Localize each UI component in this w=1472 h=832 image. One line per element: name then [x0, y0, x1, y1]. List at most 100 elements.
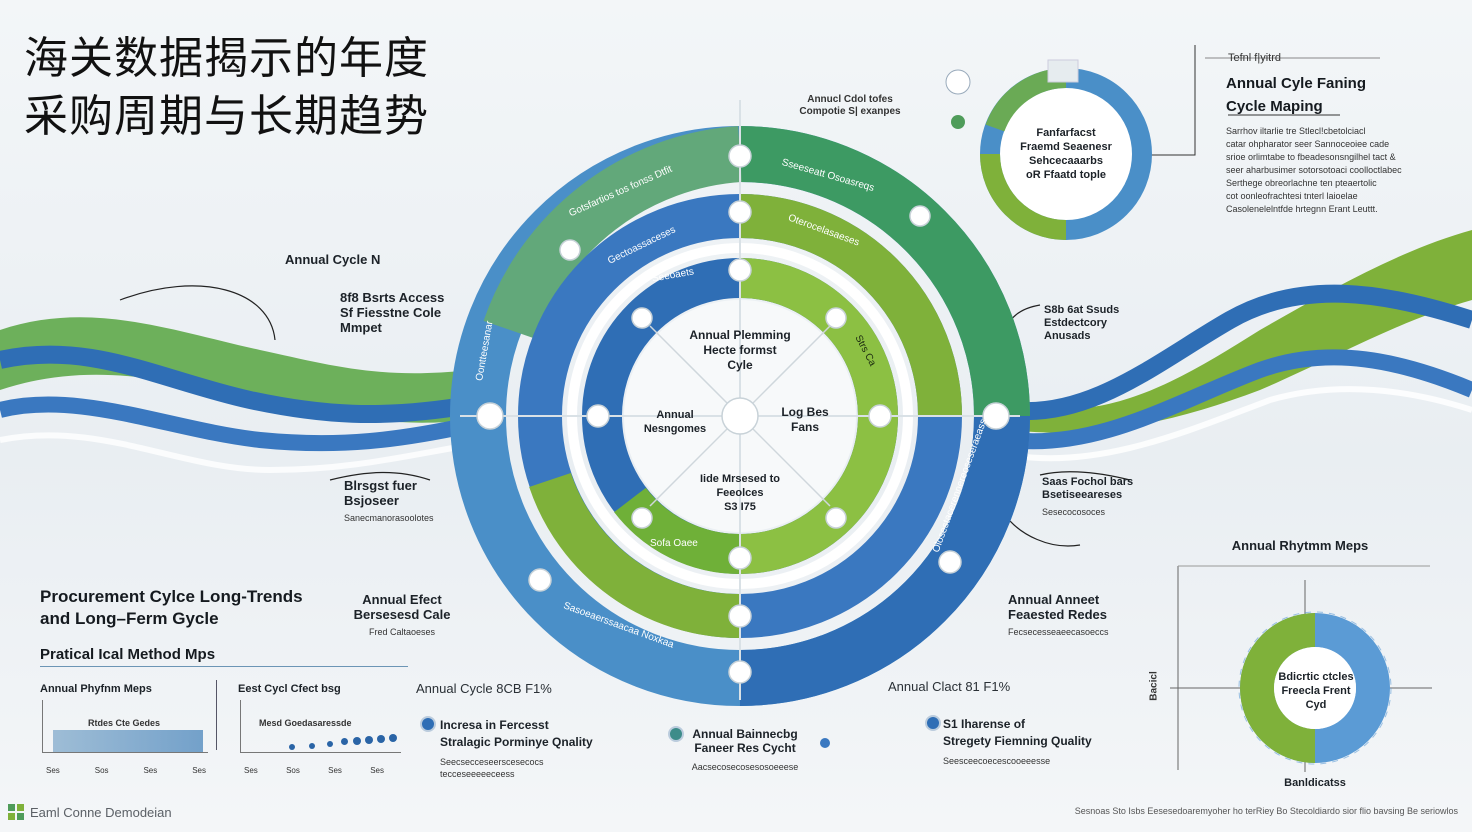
- ring-nodes: [476, 144, 1010, 684]
- left-effect-block: Annual Efect Bersesesd Cale Fred Caltaoe…: [352, 592, 452, 638]
- left-budget-block: Blrsgst fuer Bsjoseer Sanecmanorasoolote…: [344, 478, 434, 524]
- top-right-heading-1: Annual Cyle Faning: [1226, 75, 1367, 92]
- top-right-small-label: Tefnl f|yitrd: [1228, 52, 1281, 64]
- panel1-tick-3: Ses: [143, 766, 158, 775]
- page-title: 海关数据揭示的年度 采购周期与长期趋势: [24, 33, 429, 142]
- bottom-mid-right-title: Annual Clact 81 F1%: [888, 679, 1011, 694]
- center-left-2: Nesngomes: [643, 423, 707, 435]
- panel2-dot-6: [365, 736, 373, 744]
- left-access-2: Sf Fiesstne Cole: [340, 305, 442, 320]
- bottom-right-ring-line2: Freecla Frent: [1281, 685, 1351, 697]
- center-right-2: Fans: [790, 420, 819, 434]
- right-seas-sub: Sesecocosoces: [1042, 507, 1106, 517]
- center-bottom-1: Iide Mrsesed to: [699, 473, 781, 485]
- bottom-mid-right-bullet-icon: [925, 715, 941, 731]
- left-budget-1: Blrsgst fuer: [344, 478, 417, 493]
- right-annual-annect-1: Annual Anneet: [1008, 592, 1100, 607]
- bottom-mid-left-line1: Incresa in Fercesst: [440, 718, 549, 732]
- top-right-ring-line4: oR Ffaatd tople: [1025, 169, 1107, 181]
- panel2-dot-2: [309, 743, 315, 749]
- panel2-title: Eest Cycl Cfect bsg: [238, 683, 341, 695]
- center-core-label: Annual Plemming Hecte formst Cyle: [675, 328, 805, 373]
- bottom-center-line1: Annual Bainnecbg: [692, 727, 798, 741]
- panel2-tick-2: Sos: [286, 766, 300, 775]
- center-right-label: Log Bes Fans: [770, 405, 840, 435]
- center-left-1: Annual: [656, 409, 694, 421]
- top-center-line2: Compotie S| exanpes: [799, 106, 901, 117]
- bottom-mid-left-title: Annual Cycle 8CB F1%: [416, 681, 552, 696]
- annual-cycle-diagram: [450, 100, 1030, 706]
- top-right-heading-2: Cycle Maping: [1226, 98, 1323, 115]
- panel2-tick-1: Ses: [244, 766, 258, 775]
- bottom-center-line2: Faneer Res Cycht: [694, 741, 796, 755]
- panel2-dot-3: [327, 741, 333, 747]
- bottom-center-bullet-icon: [668, 726, 684, 742]
- footer-right: Sesnoas Sto Isbs Eesesedoaremyoher ho te…: [1074, 806, 1458, 816]
- right-seas-block: Saas Fochol bars Bsetiseeareses Sesecoco…: [1042, 476, 1133, 518]
- center-left-label: Annual Nesngomes: [630, 408, 720, 436]
- panel1-chart: Rtdes Cte Gedes: [42, 700, 208, 753]
- bottom-left-subheading: Pratical Ical Method Mps: [40, 646, 216, 663]
- top-right-ring-line1: Fanfarfacst: [1036, 127, 1096, 139]
- panel2-dot-1: [289, 744, 295, 750]
- left-budget-2: Bsjoseer: [344, 493, 399, 508]
- panel1-inner-label: Rtdes Cte Gedes: [88, 718, 161, 728]
- right-seas-1: Saas Fochol bars: [1042, 476, 1134, 488]
- bottom-center-dot-icon: [820, 738, 830, 748]
- left-effect-1: Annual Efect: [362, 592, 442, 607]
- panel2-dot-8: [389, 734, 397, 742]
- center-bottom-label: Iide Mrsesed to Feeolces S3 I75: [685, 472, 795, 514]
- right-sales-1: S8b 6at Ssuds: [1044, 304, 1120, 316]
- left-access-3: Mmpet: [340, 320, 382, 335]
- panel1-tick-4: Ses: [192, 766, 206, 775]
- bottom-mid-left-sub: Seecsecceseerscesecocs tecceseeeeeceess: [440, 757, 544, 779]
- panel2-inner-label: Mesd Goedasaressde: [259, 718, 352, 728]
- bottom-right-ylabel: Bacicl: [1148, 671, 1160, 701]
- left-effect-sub: Fred Caltaoeses: [368, 627, 436, 637]
- center-core-3: Cyle: [727, 358, 753, 372]
- top-center-note: Annucl Cdol tofes Compotie S| exanpes: [790, 94, 910, 118]
- bottom-center-block: Annual Bainnecbg Faneer Res Cycht Aacsec…: [680, 727, 810, 773]
- center-core-2: Hecte formst: [703, 343, 777, 357]
- right-seas-2: Bsetiseeareses: [1042, 489, 1123, 501]
- panel2-dot-5: [353, 737, 361, 745]
- top-right-ring-line3: Sehcecaaarbs: [1029, 155, 1103, 167]
- bottom-mid-right-line1: S1 Iharense of: [943, 717, 1026, 731]
- panel1-bars: [53, 730, 203, 752]
- footer-left-text: Eaml Conne Demodeian: [30, 804, 172, 820]
- ring-label-green-bottom: Sofa Oaee: [650, 538, 698, 549]
- bottom-right-xlabel: Banldicatss: [1284, 777, 1346, 789]
- grid-logo-icon: [8, 804, 24, 820]
- bottom-left-divider: [40, 666, 408, 667]
- panel2-tick-3: Ses: [328, 766, 342, 775]
- bottom-mid-left-bullet-icon: [420, 716, 436, 732]
- bottom-right-heading: Annual Rhytmm Meps: [1231, 538, 1369, 553]
- panel1-tick-2: Sos: [94, 766, 109, 775]
- bottom-mid-right-sub: Seesceecoecescooeeesse: [943, 756, 1051, 766]
- panel2-dot-7: [377, 735, 385, 743]
- top-center-line1: Annucl Cdol tofes: [807, 94, 893, 105]
- outer-ring-green-arc: [739, 126, 1030, 417]
- panel2-axis: Ses Sos Ses Ses: [244, 765, 384, 777]
- panel2-tick-4: Ses: [370, 766, 384, 775]
- bottom-right-ring-line3: Cyd: [1305, 699, 1327, 711]
- panel1-title: Annual Phyfnm Meps: [40, 683, 152, 695]
- bottom-mid-right-line2: Stregety Fiemning Quality: [943, 734, 1092, 748]
- bottom-left-heading-2: and Long–Ferm Gycle: [40, 609, 219, 628]
- bottom-right-ring: [1170, 565, 1432, 772]
- bottom-right-ring-line1: Bdicrtic ctcles: [1278, 671, 1354, 683]
- bottom-center-sub: Aacsecosecosesosoeeese: [691, 762, 799, 772]
- left-effect-2: Bersesesd Cale: [353, 607, 451, 622]
- right-sales-3: Anusads: [1044, 330, 1091, 342]
- panel-divider-1: [216, 680, 217, 750]
- center-right-1: Log Bes: [781, 405, 829, 419]
- center-core-1: Annual Plemming: [689, 328, 791, 342]
- left-access-1: 8f8 Bsrts Access: [340, 290, 445, 305]
- bottom-mid-right-block: S1 Iharense of Stregety Fiemning Quality…: [943, 717, 1092, 767]
- right-annual-annect-sub: Fecsecesseaeecasoeccs: [1008, 627, 1109, 637]
- left-annual-cycle: Annual Cycle N: [285, 252, 381, 267]
- panel2-chart: Mesd Goedasaressde: [240, 700, 401, 753]
- bottom-mid-left-block: Incresa in Fercesst Stralagic Porminye Q…: [440, 718, 610, 780]
- center-bottom-2: Feeolces: [716, 487, 764, 499]
